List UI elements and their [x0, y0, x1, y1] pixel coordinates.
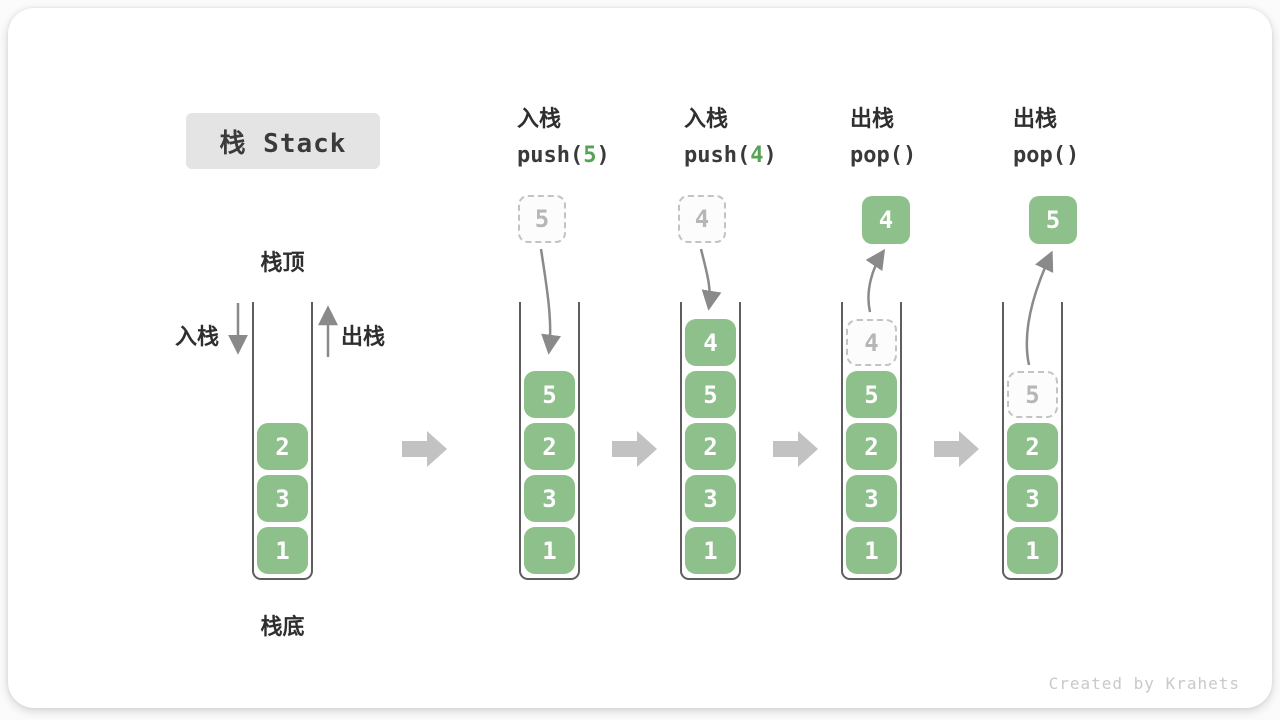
cell-value: 1 [1025, 536, 1040, 565]
stack-cell: 4 [685, 319, 736, 366]
element-value: 5 [1045, 206, 1061, 234]
cell-value: 2 [1025, 432, 1040, 461]
cell-value: 4 [703, 328, 718, 357]
stack-after-pop-5: 5 2 3 1 [1002, 302, 1063, 580]
operation-label-push-5: 入栈 push(5) [517, 108, 610, 168]
cell-value: 3 [864, 484, 879, 513]
stack-cell-ghost: 4 [846, 319, 897, 366]
operation-code: pop() [850, 144, 916, 168]
operation-name: 出栈 [850, 107, 895, 132]
pop-direction-label: 出栈 [341, 325, 386, 350]
stack-cell: 3 [685, 475, 736, 522]
code-text: pop( [1013, 143, 1066, 168]
stack-cell: 3 [524, 475, 575, 522]
stack-cell-ghost: 5 [1007, 371, 1058, 418]
stack-cell: 1 [685, 527, 736, 574]
stack-cell: 1 [524, 527, 575, 574]
stack-cell: 1 [846, 527, 897, 574]
operation-code: pop() [1013, 144, 1079, 168]
element-value: 4 [878, 206, 894, 234]
diagram-title: 栈 Stack [186, 113, 380, 169]
operation-label-push-4: 入栈 push(4) [684, 108, 777, 168]
code-close: ) [1065, 143, 1080, 168]
cell-value: 5 [864, 380, 879, 409]
stack-cell: 2 [846, 423, 897, 470]
operation-label-pop-second: 出栈 pop() [1013, 108, 1079, 168]
operation-name: 出栈 [1013, 107, 1058, 132]
stack-cell: 2 [1007, 423, 1058, 470]
code-text: pop( [850, 143, 903, 168]
stack-cell: 1 [257, 527, 308, 574]
stack-cell: 2 [685, 423, 736, 470]
cell-value: 3 [275, 484, 290, 513]
cell-value: 2 [542, 432, 557, 461]
popped-element-4: 4 [862, 196, 910, 244]
stack-top-label: 栈顶 [260, 251, 305, 276]
push-direction-label: 入栈 [175, 325, 220, 350]
pushed-element-ghost-4: 4 [678, 195, 726, 243]
popped-element-5: 5 [1029, 196, 1077, 244]
stack-cell: 5 [685, 371, 736, 418]
stack-cell: 3 [257, 475, 308, 522]
pushed-element-ghost-5: 5 [518, 195, 566, 243]
code-close: ) [596, 143, 610, 168]
stack-cell: 3 [846, 475, 897, 522]
cell-value: 2 [703, 432, 718, 461]
element-value: 4 [694, 205, 710, 233]
cell-value: 2 [275, 432, 290, 461]
code-arg: 4 [750, 143, 764, 168]
operation-code: push(4) [684, 144, 777, 168]
cell-value: 4 [864, 328, 879, 357]
cell-value: 3 [1025, 484, 1040, 513]
code-text: push( [684, 143, 751, 168]
stack-cell: 1 [1007, 527, 1058, 574]
cell-value: 1 [275, 536, 290, 565]
stack-cell: 2 [524, 423, 575, 470]
cell-value: 1 [542, 536, 557, 565]
cell-value: 3 [703, 484, 718, 513]
operation-label-pop-first: 出栈 pop() [850, 108, 916, 168]
cell-value: 5 [703, 380, 718, 409]
cell-value: 5 [1025, 380, 1040, 409]
stack-cell: 5 [524, 371, 575, 418]
code-text: push( [517, 143, 584, 168]
code-arg: 5 [583, 143, 597, 168]
diagram-title-text: 栈 Stack [219, 128, 347, 159]
cell-value: 1 [703, 536, 718, 565]
code-close: ) [763, 143, 777, 168]
watermark: Created by Krahets [1048, 674, 1240, 693]
stack-initial: 2 3 1 [252, 302, 313, 580]
cell-value: 5 [542, 380, 557, 409]
element-value: 5 [534, 205, 550, 233]
stack-bottom-label: 栈底 [260, 615, 305, 640]
cell-value: 2 [864, 432, 879, 461]
stack-after-pop-4: 4 5 2 3 1 [841, 302, 902, 580]
operation-code: push(5) [517, 144, 610, 168]
cell-value: 3 [542, 484, 557, 513]
operation-name: 入栈 [684, 107, 729, 132]
stack-cell: 5 [846, 371, 897, 418]
cell-value: 1 [864, 536, 879, 565]
stack-after-push-4: 4 5 2 3 1 [680, 302, 741, 580]
stack-cell: 3 [1007, 475, 1058, 522]
stack-after-push-5: 5 2 3 1 [519, 302, 580, 580]
stack-cell: 2 [257, 423, 308, 470]
code-close: ) [902, 143, 917, 168]
operation-name: 入栈 [517, 107, 562, 132]
